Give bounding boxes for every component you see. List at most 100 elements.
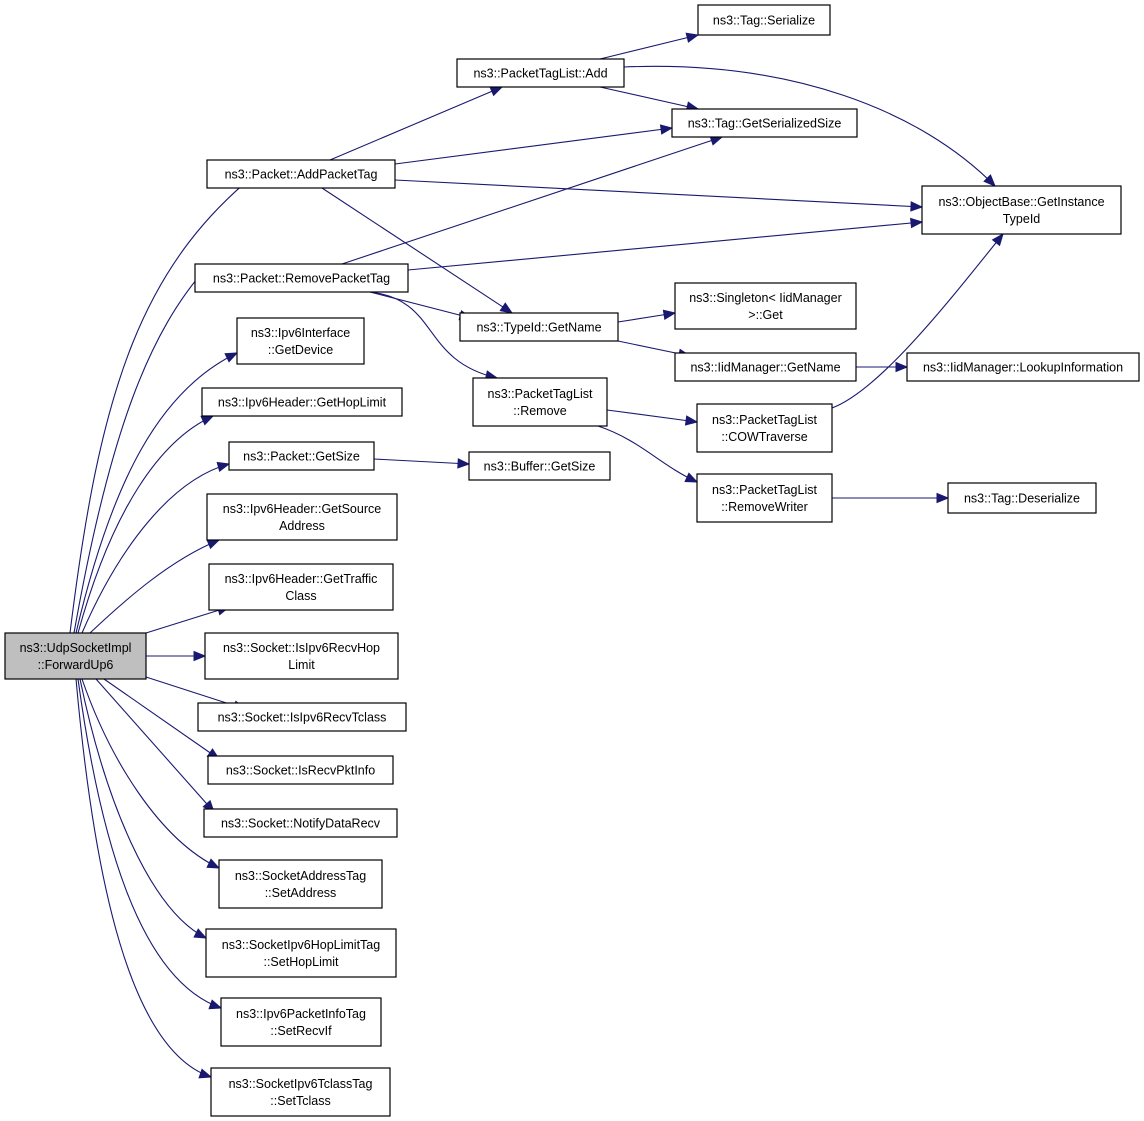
edge-cow-traverse-to-get-instance-type-id-line (831, 233, 1004, 409)
node-iid-get-name-label-1: ns3::IidManager::GetName (690, 361, 840, 375)
edge-add-packet-tag-to-type-id-get-name-arrowhead (499, 302, 514, 314)
edge-tag-list-remove-to-cow-traverse-line (606, 409, 698, 423)
node-tag-list-add-label-1: ns3::PacketTagList::Add (473, 67, 607, 81)
node-cow-traverse[interactable]: ns3::PacketTagList::COWTraverse (696, 403, 833, 453)
edge-root-to-set-tclass-arrowhead (198, 1068, 213, 1079)
node-cow-traverse-label-1: ns3::PacketTagList (712, 413, 817, 427)
node-remove-writer[interactable]: ns3::PacketTagList::RemoveWriter (696, 473, 833, 523)
edge-tag-list-add-to-tag-serialize-line (599, 34, 699, 60)
node-set-hop-limit[interactable]: ns3::SocketIpv6HopLimitTag::SetHopLimit (205, 928, 397, 978)
edge-root-to-set-hop-limit-line (79, 678, 207, 939)
node-tag-list-remove-label-1: ns3::PacketTagList (488, 387, 593, 401)
node-get-hop-limit[interactable]: ns3::Ipv6Header::GetHopLimit (201, 387, 403, 417)
node-type-id-get-name-label-1: ns3::TypeId::GetName (476, 321, 601, 335)
edge-root-to-notify-data-recv (95, 678, 215, 813)
edge-remove-writer-to-tag-deserialize-arrowhead (936, 492, 950, 504)
node-is-ipv6-recv-hop-limit-label-1: ns3::Socket::IsIpv6RecvHop (223, 641, 380, 655)
node-is-ipv6-recv-tclass[interactable]: ns3::Socket::IsIpv6RecvTclass (197, 702, 407, 732)
node-set-hop-limit-label-1: ns3::SocketIpv6HopLimitTag (222, 938, 380, 952)
node-ipv6-if-get-device-box (236, 317, 365, 365)
node-add-packet-tag[interactable]: ns3::Packet::AddPacketTag (206, 159, 396, 189)
call-edges (69, 32, 1004, 1079)
node-packet-get-size[interactable]: ns3::Packet::GetSize (228, 441, 375, 471)
node-get-instance-type-id-box (921, 185, 1122, 235)
node-set-address-label-2: ::SetAddress (265, 886, 337, 900)
node-ipv6-if-get-device[interactable]: ns3::Ipv6Interface::GetDevice (236, 317, 365, 365)
node-get-instance-type-id-label-2: TypeId (1003, 212, 1041, 226)
edge-cow-traverse-to-get-instance-type-id-arrowhead (991, 232, 1004, 247)
node-type-id-get-name[interactable]: ns3::TypeId::GetName (459, 312, 619, 342)
node-root[interactable]: ns3::UdpSocketImpl::ForwardUp6 (4, 632, 147, 680)
edge-root-to-packet-get-size (81, 461, 231, 634)
node-is-ipv6-recv-tclass-label-1: ns3::Socket::IsIpv6RecvTclass (218, 711, 387, 725)
node-tag-deserialize[interactable]: ns3::Tag::Deserialize (947, 482, 1097, 514)
node-set-address[interactable]: ns3::SocketAddressTag::SetAddress (218, 859, 383, 909)
node-root-box (4, 632, 147, 680)
node-lookup-information-label-1: ns3::IidManager::LookupInformation (923, 361, 1123, 375)
edge-type-id-get-name-to-singleton-get (617, 309, 677, 323)
node-lookup-information[interactable]: ns3::IidManager::LookupInformation (906, 352, 1140, 382)
edge-cow-traverse-to-get-instance-type-id (831, 232, 1004, 409)
node-set-tclass-box (210, 1067, 391, 1117)
node-set-tclass[interactable]: ns3::SocketIpv6TclassTag::SetTclass (210, 1067, 391, 1117)
edge-iid-get-name-to-lookup-information (856, 361, 909, 373)
edge-root-to-set-hop-limit (79, 678, 208, 939)
edge-tag-list-add-to-tag-get-serialized-size-line (599, 86, 699, 110)
edge-remove-packet-tag-to-type-id-get-name-line (369, 291, 472, 319)
edge-root-to-is-ipv6-recv-hop-limit-arrowhead (193, 650, 207, 662)
node-iid-get-name[interactable]: ns3::IidManager::GetName (674, 352, 857, 382)
node-remove-packet-tag-label-1: ns3::Packet::RemovePacketTag (213, 272, 390, 286)
edge-remove-packet-tag-to-type-id-get-name (369, 291, 473, 321)
node-tag-list-add[interactable]: ns3::PacketTagList::Add (456, 58, 625, 88)
node-set-hop-limit-box (205, 928, 397, 978)
edge-packet-get-size-to-buffer-get-size (373, 458, 471, 469)
node-buffer-get-size[interactable]: ns3::Buffer::GetSize (468, 451, 611, 481)
edge-root-to-packet-get-size-arrowhead (216, 461, 231, 473)
node-notify-data-recv[interactable]: ns3::Socket::NotifyDataRecv (203, 808, 398, 838)
node-buffer-get-size-label-1: ns3::Buffer::GetSize (484, 460, 596, 474)
node-root-label-1: ns3::UdpSocketImpl (20, 641, 132, 655)
edge-root-to-packet-get-size-line (81, 463, 230, 634)
node-get-hop-limit-label-1: ns3::Ipv6Header::GetHopLimit (218, 396, 387, 410)
edge-root-to-add-packet-tag-line (69, 161, 272, 634)
node-remove-packet-tag-box (194, 263, 409, 293)
edge-root-to-set-recv-if (77, 678, 223, 1010)
node-is-recv-pkt-info[interactable]: ns3::Socket::IsRecvPktInfo (207, 755, 394, 785)
edge-root-to-get-source-address-line (89, 539, 220, 634)
node-is-recv-pkt-info-label-1: ns3::Socket::IsRecvPktInfo (226, 764, 375, 778)
edge-add-packet-tag-to-tag-get-serialized-size-arrowhead (659, 124, 674, 135)
node-set-address-box (218, 859, 383, 909)
node-get-traffic-class-box (208, 563, 394, 611)
node-tag-list-remove[interactable]: ns3::PacketTagList::Remove (472, 377, 608, 427)
edge-root-to-is-ipv6-recv-hop-limit (146, 650, 207, 662)
node-singleton-get[interactable]: ns3::Singleton< IidManager>::Get (674, 282, 857, 330)
edge-tag-list-remove-to-remove-writer-line (597, 425, 698, 483)
node-tag-serialize[interactable]: ns3::Tag::Serialize (697, 4, 831, 36)
node-packet-get-size-label-1: ns3::Packet::GetSize (243, 450, 360, 464)
edge-remove-packet-tag-to-tag-list-remove-line (369, 291, 498, 379)
node-remove-packet-tag[interactable]: ns3::Packet::RemovePacketTag (194, 263, 409, 293)
node-set-tclass-label-1: ns3::SocketIpv6TclassTag (229, 1077, 373, 1091)
node-set-recv-if[interactable]: ns3::Ipv6PacketInfoTag::SetRecvIf (220, 997, 382, 1047)
node-singleton-get-label-1: ns3::Singleton< IidManager (689, 291, 842, 305)
edge-add-packet-tag-to-tag-get-serialized-size (394, 124, 674, 165)
node-ipv6-if-get-device-label-2: ::GetDevice (268, 343, 333, 357)
node-tag-get-serialized-size[interactable]: ns3::Tag::GetSerializedSize (671, 108, 858, 138)
node-get-source-address-box (206, 493, 398, 541)
node-ipv6-if-get-device-label-1: ns3::Ipv6Interface (251, 326, 350, 340)
node-get-traffic-class-label-2: Class (285, 589, 316, 603)
edge-tag-list-add-to-get-instance-type-id-arrowhead (983, 174, 996, 187)
edge-remove-packet-tag-to-get-instance-type-id-arrowhead (910, 217, 924, 229)
node-set-hop-limit-label-2: ::SetHopLimit (263, 955, 339, 969)
edge-root-to-get-source-address-arrowhead (206, 539, 221, 550)
edge-add-packet-tag-to-get-instance-type-id-arrowhead (910, 201, 924, 212)
node-tag-deserialize-box (947, 482, 1097, 514)
edge-tag-list-add-to-tag-serialize-arrowhead (685, 32, 700, 43)
edge-root-to-ipv6-if-get-device (75, 352, 239, 634)
node-get-instance-type-id-label-1: ns3::ObjectBase::GetInstance (938, 195, 1104, 209)
node-cow-traverse-box (696, 403, 833, 453)
